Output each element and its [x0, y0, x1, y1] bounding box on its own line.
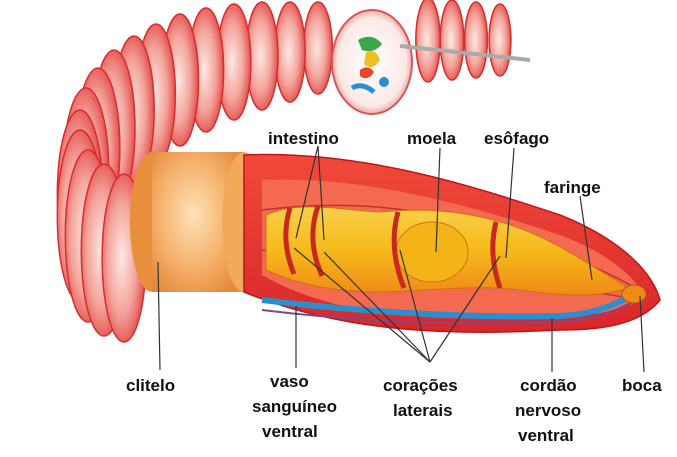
label-clitelo: clitelo	[126, 376, 175, 395]
body-segment-ring	[416, 0, 440, 82]
label-coracoes-line1: corações	[383, 376, 458, 395]
label-esofago: esôfago	[484, 129, 549, 148]
body-segment-ring	[465, 2, 488, 78]
label-coracoes-line2: laterais	[393, 401, 453, 420]
label-cordao-line1: cordão	[520, 376, 577, 395]
body-segment-ring	[275, 2, 305, 102]
label-boca: boca	[622, 376, 662, 395]
label-moela: moela	[407, 129, 457, 148]
label-faringe: faringe	[544, 178, 601, 197]
body-segment-ring	[489, 4, 511, 76]
label-vaso-line3: ventral	[262, 422, 318, 441]
body-segment-ring	[440, 0, 464, 80]
mouth	[622, 285, 646, 303]
label-vaso-line2: sanguíneo	[252, 397, 337, 416]
label-intestino: intestino	[268, 129, 339, 148]
body-segment-ring	[304, 2, 333, 94]
label-cordao-line3: ventral	[518, 426, 574, 445]
label-cordao-line2: nervoso	[515, 401, 581, 420]
label-vaso-line1: vaso	[270, 372, 309, 391]
